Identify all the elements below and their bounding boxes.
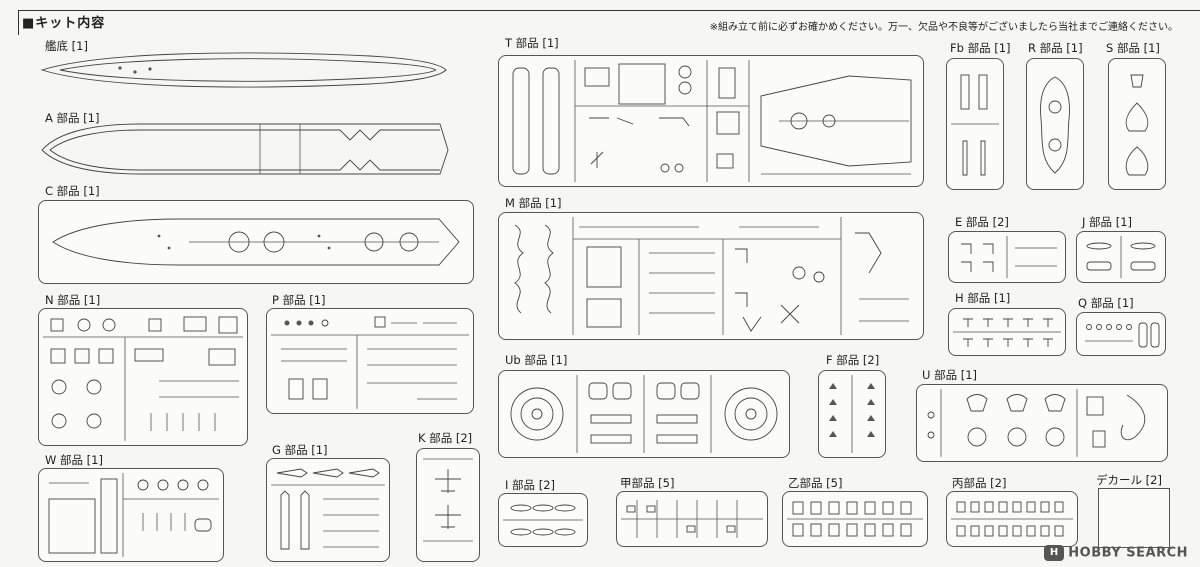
m-part-sprue	[498, 212, 924, 340]
label-decal: デカール [2]	[1096, 473, 1162, 487]
h-part-sprue	[948, 308, 1066, 356]
label-ub: Ub 部品 [1]	[505, 353, 568, 367]
label-u: U 部品 [1]	[922, 368, 978, 382]
watermark-logo-icon: H	[1044, 545, 1065, 561]
label-s: S 部品 [1]	[1106, 41, 1160, 55]
s-part-sprue	[1108, 58, 1166, 190]
c-part-sprue	[38, 200, 474, 284]
g-part-sprue	[266, 458, 390, 562]
label-e: E 部品 [2]	[955, 215, 1009, 229]
label-r: R 部品 [1]	[1028, 41, 1083, 55]
label-n: N 部品 [1]	[45, 293, 101, 307]
a-part-hull	[41, 123, 449, 175]
k-part-sprue	[416, 448, 480, 562]
otsu-part-sprue	[782, 491, 928, 547]
f-part-sprue	[818, 370, 886, 458]
label-hei: 丙部品 [2]	[952, 476, 1007, 490]
w-part-sprue	[38, 468, 224, 562]
i-part-sprue	[498, 493, 588, 547]
label-kantei: 艦底 [1]	[45, 39, 88, 53]
label-q: Q 部品 [1]	[1078, 296, 1134, 310]
label-f: F 部品 [2]	[826, 353, 880, 367]
p-part-sprue	[266, 308, 474, 414]
label-c: C 部品 [1]	[45, 184, 100, 198]
j-part-sprue	[1076, 231, 1166, 283]
label-w: W 部品 [1]	[45, 453, 103, 467]
label-otsu: 乙部品 [5]	[788, 476, 843, 490]
label-k: K 部品 [2]	[418, 431, 473, 445]
fb-part-sprue	[946, 58, 1004, 190]
header-note: ※組み立て前に必ずお確かめください。万一、欠品や不良等がございましたら当社までご…	[709, 22, 1178, 33]
label-g: G 部品 [1]	[272, 443, 328, 457]
hei-part-sprue	[946, 491, 1078, 547]
n-part-sprue	[38, 308, 248, 446]
t-part-sprue	[498, 55, 924, 187]
page-title: ■キット内容	[22, 16, 106, 31]
label-a: A 部品 [1]	[45, 111, 100, 125]
q-part-sprue	[1076, 312, 1166, 356]
label-t: T 部品 [1]	[505, 36, 559, 50]
ub-part-sprue	[498, 370, 790, 458]
ko-part-sprue	[616, 491, 768, 547]
r-part-sprue	[1026, 58, 1084, 190]
label-j: J 部品 [1]	[1082, 215, 1132, 229]
label-fb: Fb 部品 [1]	[950, 41, 1011, 55]
header-frame	[18, 10, 1200, 35]
label-m: M 部品 [1]	[505, 196, 562, 210]
e-part-sprue	[948, 231, 1066, 283]
hull-bottom-part	[40, 52, 447, 88]
decal-sheet	[1098, 488, 1170, 548]
label-ko: 甲部品 [5]	[620, 476, 675, 490]
label-h: H 部品 [1]	[955, 291, 1011, 305]
label-i: I 部品 [2]	[505, 478, 555, 492]
label-p: P 部品 [1]	[272, 293, 326, 307]
u-part-sprue	[916, 384, 1168, 462]
watermark-text: HOBBY SEARCH	[1068, 545, 1188, 561]
